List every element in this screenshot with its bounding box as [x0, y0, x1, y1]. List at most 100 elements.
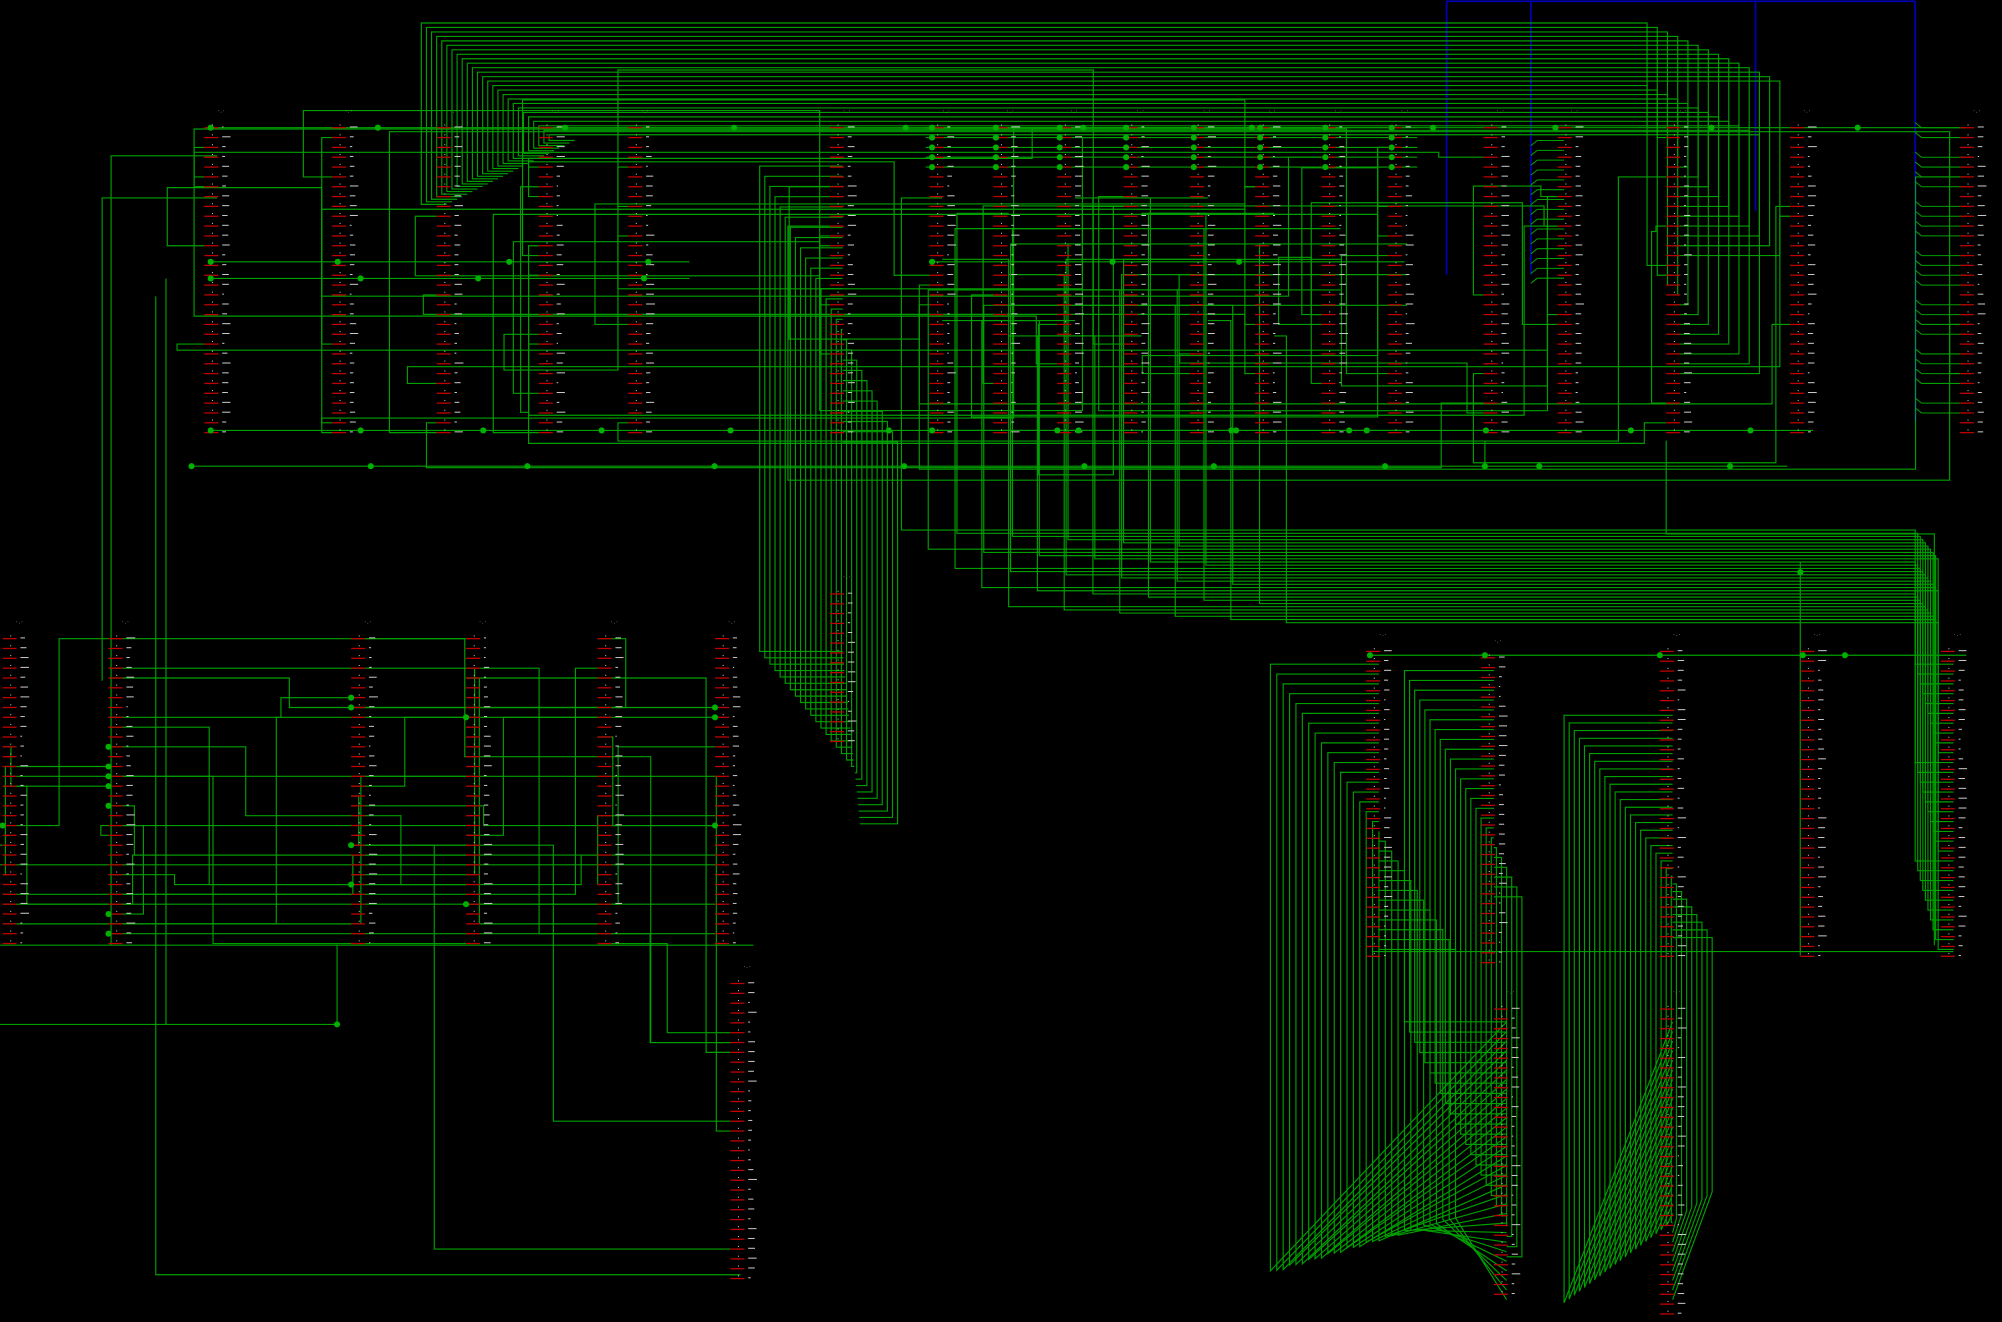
pin-number	[1329, 173, 1331, 175]
wire	[1493, 847, 1507, 1207]
component-10: ·.·	[1189, 109, 1217, 434]
pin-label	[1818, 837, 1825, 839]
pin-number	[473, 723, 475, 725]
pin-number	[1807, 825, 1809, 827]
wire	[351, 795, 467, 846]
pin-label	[1207, 431, 1214, 433]
pin-label	[847, 720, 857, 722]
pin-number	[546, 272, 548, 274]
pin-number	[1395, 144, 1397, 146]
pin-label	[1405, 411, 1414, 413]
pin-number	[339, 173, 341, 175]
pin-number	[1488, 870, 1490, 873]
pin-number	[473, 782, 475, 785]
pin-number	[339, 399, 341, 401]
component-28: ·.·	[1481, 639, 1508, 964]
pin-label	[947, 372, 956, 374]
pin-number	[358, 694, 360, 696]
pin-number	[358, 930, 360, 932]
pin-number	[1064, 291, 1066, 293]
pin-label	[126, 814, 135, 816]
pin-label	[1684, 283, 1687, 285]
bus-entry	[1914, 368, 1922, 375]
pin-number	[1395, 331, 1397, 333]
pin-label	[222, 264, 227, 266]
pin-label	[1677, 679, 1683, 681]
pin-number	[605, 753, 607, 755]
pin-number	[10, 723, 12, 725]
pin-number	[358, 822, 360, 824]
component-ref: ·.·	[843, 109, 851, 114]
wire	[597, 736, 715, 827]
pin-label	[483, 696, 488, 698]
pin-label	[1405, 214, 1408, 216]
component-ref: ·.·	[610, 620, 618, 625]
pin-number	[1001, 429, 1003, 431]
pin-number	[1197, 173, 1199, 175]
pin-label	[1339, 195, 1343, 197]
pin-number	[546, 203, 548, 205]
pin-label	[646, 155, 652, 157]
pin-number	[722, 635, 724, 637]
pin-number	[737, 1147, 740, 1149]
pin-label	[126, 647, 132, 649]
pin-label	[1498, 961, 1501, 963]
pin-number	[358, 802, 360, 804]
pin-number	[1673, 419, 1675, 421]
pin-number	[737, 1137, 740, 1139]
pin-label	[1384, 679, 1389, 681]
pin-number	[116, 635, 118, 637]
pin-label	[1807, 254, 1811, 256]
pin-label	[483, 814, 490, 816]
pin-number	[1565, 163, 1567, 165]
pin-label	[1011, 136, 1016, 138]
pin-label	[126, 775, 134, 777]
pin-label	[1272, 195, 1280, 197]
pin-label	[1498, 804, 1504, 806]
wire	[1378, 860, 1507, 1236]
pin-number	[1667, 1310, 1669, 1312]
pin-label	[1807, 323, 1815, 325]
pin-label	[368, 804, 376, 806]
pin-number	[937, 399, 939, 401]
pin-label	[1011, 332, 1017, 335]
pin-label	[1075, 293, 1084, 295]
wire	[1650, 225, 1667, 404]
pin-label	[1677, 738, 1682, 740]
pin-number	[1329, 252, 1331, 254]
junction	[357, 427, 364, 434]
wire	[321, 136, 1322, 297]
pin-number	[10, 901, 12, 903]
wire	[1141, 304, 1954, 931]
pin-label	[1958, 689, 1964, 691]
pin-number	[605, 664, 607, 666]
pin-number	[937, 340, 939, 342]
pin-label	[1498, 774, 1505, 776]
pin-label	[947, 303, 949, 305]
wire	[533, 120, 1730, 345]
pin-label	[483, 706, 491, 708]
pin-number	[1373, 825, 1375, 827]
pin-label	[222, 273, 229, 276]
pin-number	[722, 733, 724, 735]
pin-number	[737, 1167, 740, 1169]
junction	[1366, 652, 1374, 659]
pin-label	[732, 873, 740, 875]
pin-number	[1064, 419, 1066, 421]
pin-number	[1262, 390, 1264, 392]
pin-label	[454, 273, 459, 276]
pin-label	[349, 411, 356, 413]
wire	[1472, 185, 1558, 296]
junction	[1322, 134, 1329, 141]
pin-number	[1667, 953, 1669, 955]
pin-number	[1001, 409, 1003, 411]
pin-label	[349, 195, 356, 197]
pin-label	[748, 1090, 750, 1092]
junction	[1429, 124, 1437, 131]
pin-number	[937, 134, 939, 136]
junction	[1123, 124, 1130, 131]
pin-label	[847, 431, 854, 433]
wire	[779, 206, 846, 678]
pin-label	[1977, 431, 1984, 433]
